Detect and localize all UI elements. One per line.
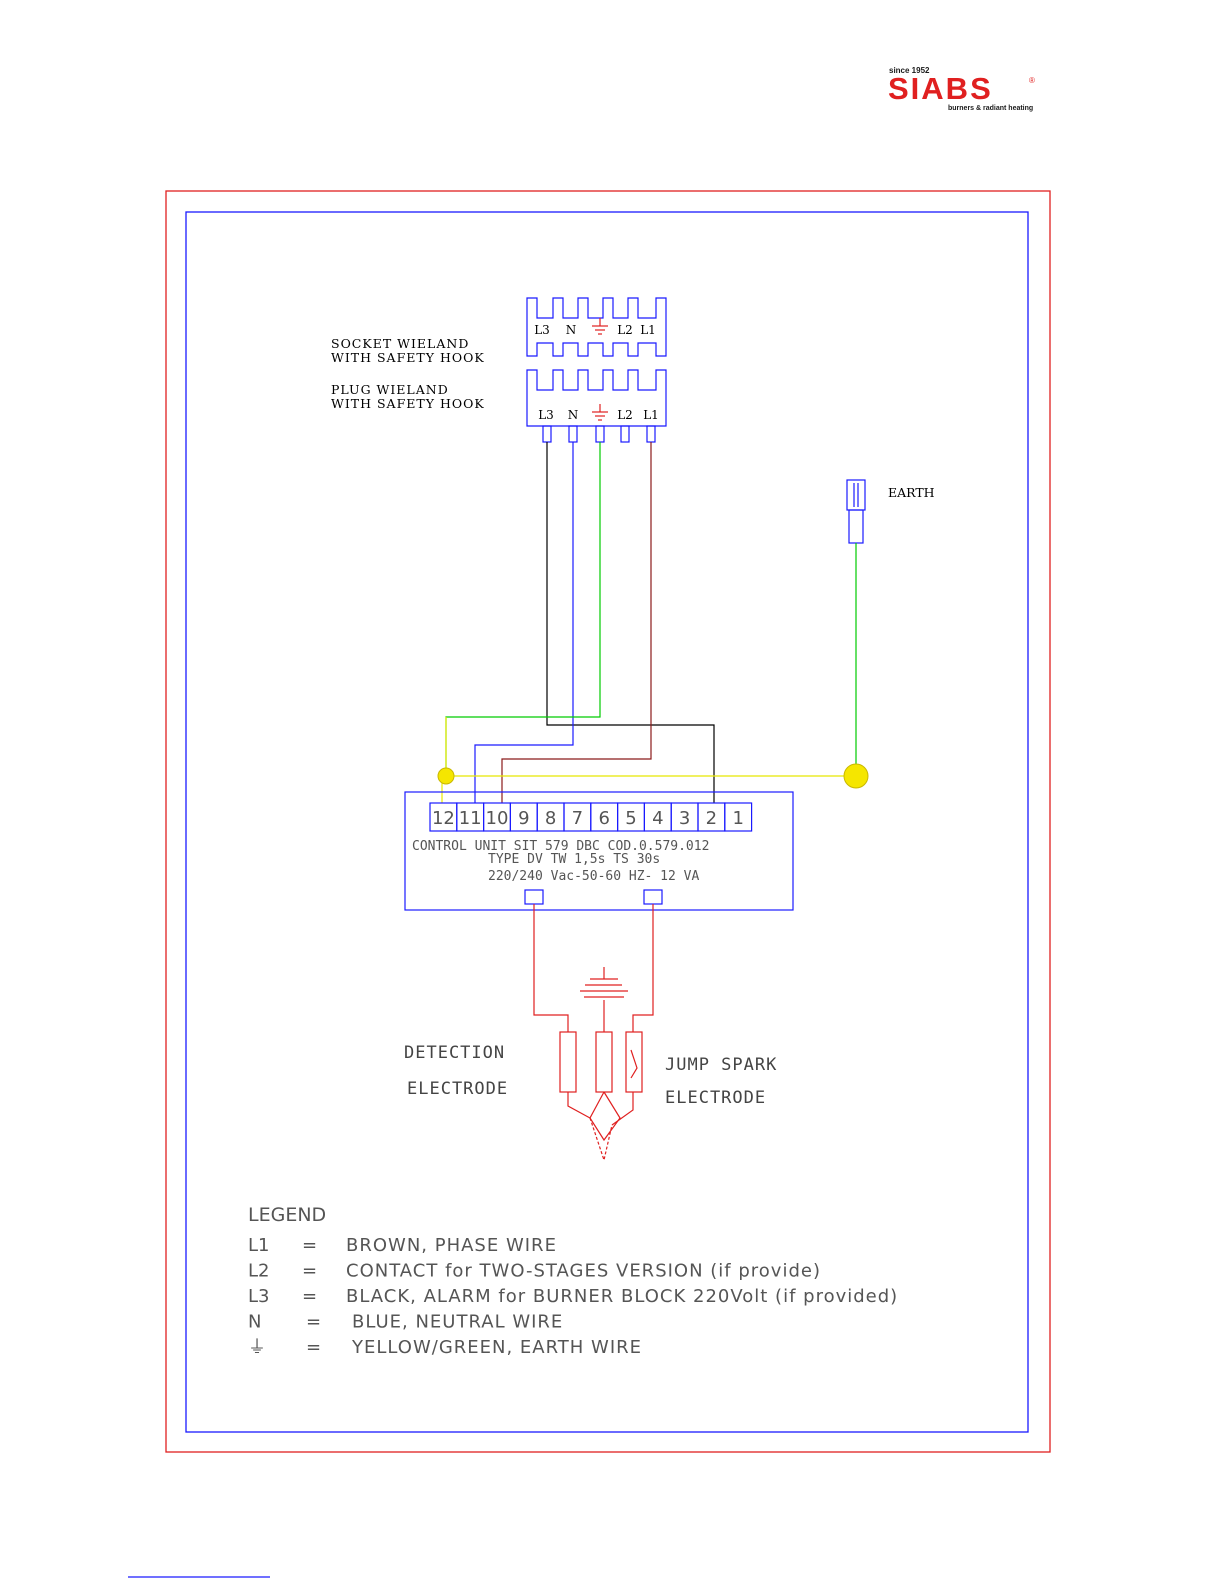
terminal-number: 1 xyxy=(732,808,743,829)
brown-wire-phase xyxy=(501,442,652,803)
logo-since: since 1952 xyxy=(889,66,930,75)
terminal-number: 5 xyxy=(625,808,636,829)
flame-tip xyxy=(589,1091,621,1142)
control-unit-line1: CONTROL UNIT SIT 579 DBC COD.0.579.012 xyxy=(412,839,709,854)
spark-wire xyxy=(632,904,654,1032)
control-unit-line3: 220/240 Vac-50-60 HZ- 12 VA xyxy=(488,869,699,884)
legend-description: BLACK, ALARM for BURNER BLOCK 220Volt (i… xyxy=(346,1286,898,1307)
black-wire-l3 xyxy=(546,442,715,803)
blue-wire-neutral xyxy=(474,442,574,803)
legend-equals: = xyxy=(302,1286,317,1307)
legend-key: L1 xyxy=(248,1235,269,1256)
legend-equals: = xyxy=(306,1337,321,1358)
legend-rows: L1 = BROWN, PHASE WIRE L2 = CONTACT for TWO-S… xyxy=(248,1235,898,1358)
green-wire-earth xyxy=(445,442,601,776)
terminal-number: 12 xyxy=(432,808,455,829)
earth-terminal xyxy=(846,479,866,544)
legend-equals: = xyxy=(306,1312,321,1333)
spark-symbol-icon xyxy=(630,1049,638,1079)
detection-output-terminal xyxy=(524,889,544,905)
terminal-cell xyxy=(724,802,753,832)
earth-junction-right xyxy=(843,763,869,789)
earth-label: EARTH xyxy=(888,485,935,500)
detection-electrode xyxy=(559,1031,577,1093)
legend-title: LEGEND xyxy=(248,1204,326,1226)
logo-tagline: burners & radiant heating xyxy=(948,105,1034,112)
spark-output-terminal xyxy=(643,889,663,905)
spark-electrode-label-line1: JUMP SPARK xyxy=(665,1055,777,1075)
inner-frame xyxy=(185,211,1029,1433)
terminal-number: 2 xyxy=(706,808,717,829)
terminal-number: 4 xyxy=(652,808,663,829)
earth-junction-left xyxy=(437,767,455,785)
detection-electrode-label-line1: DETECTION xyxy=(404,1043,505,1063)
socket-connector xyxy=(526,297,667,357)
plug-title-line2: WITH SAFETY HOOK xyxy=(331,396,485,411)
legend-description: BROWN, PHASE WIRE xyxy=(346,1235,557,1256)
legend-description: YELLOW/GREEN, EARTH WIRE xyxy=(351,1337,642,1358)
plug-title-line1: PLUG WIELAND xyxy=(331,382,449,397)
ground-electrode xyxy=(595,1031,613,1093)
legend-equals: = xyxy=(302,1235,317,1256)
legend-key: L2 xyxy=(248,1261,269,1282)
plug-pin-l3: L3 xyxy=(538,408,554,422)
plug-pin-earth-icon xyxy=(592,404,608,421)
detection-tip xyxy=(567,1092,591,1119)
control-unit-line2: TYPE DV TW 1,5s TS 30s xyxy=(488,852,660,867)
terminal-number: 11 xyxy=(459,808,482,829)
terminal-number: 6 xyxy=(598,808,609,829)
socket-pin-l3: L3 xyxy=(534,323,550,337)
socket-title-line1: SOCKET WIELAND xyxy=(331,336,469,351)
socket-pin-l2: L2 xyxy=(617,323,633,337)
terminal-number: 9 xyxy=(518,808,529,829)
plug-connector xyxy=(526,369,667,443)
socket-title-line2: WITH SAFETY HOOK xyxy=(331,350,485,365)
outer-frame xyxy=(165,190,1051,1453)
burner-ground-icon xyxy=(580,967,628,1032)
plug-pin-l2: L2 xyxy=(617,408,633,422)
spark-electrode-label-line2: ELECTRODE xyxy=(665,1088,766,1108)
legend-description: BLUE, NEUTRAL WIRE xyxy=(352,1312,563,1333)
legend-equals: = xyxy=(302,1261,317,1282)
socket-pin-n: N xyxy=(566,323,577,337)
legend-key: N xyxy=(248,1312,261,1333)
legend-key: ⏚ xyxy=(248,1337,266,1358)
terminal-number: 7 xyxy=(572,808,583,829)
logo-registered-mark: ® xyxy=(1029,76,1035,85)
terminal-number: 3 xyxy=(679,808,690,829)
terminal-number: 8 xyxy=(545,808,556,829)
siabs-logo: since 1952 SIABS ® burners & radiant hea… xyxy=(888,66,1040,116)
detection-electrode-label-line2: ELECTRODE xyxy=(407,1079,508,1099)
legend-description: CONTACT for TWO-STAGES VERSION (if provi… xyxy=(346,1261,821,1282)
detection-wire xyxy=(533,904,569,1032)
socket-pin-earth-icon xyxy=(592,318,608,335)
legend-key: L3 xyxy=(248,1286,269,1307)
socket-pin-l1: L1 xyxy=(640,323,656,337)
terminal-number: 10 xyxy=(486,808,509,829)
plug-pin-n: N xyxy=(568,408,579,422)
spark-electrode xyxy=(625,1031,643,1093)
spark-tip xyxy=(611,1092,634,1126)
plug-pin-l1: L1 xyxy=(643,408,659,422)
control-unit-box xyxy=(404,791,794,911)
logo-brand: SIABS xyxy=(888,71,993,106)
